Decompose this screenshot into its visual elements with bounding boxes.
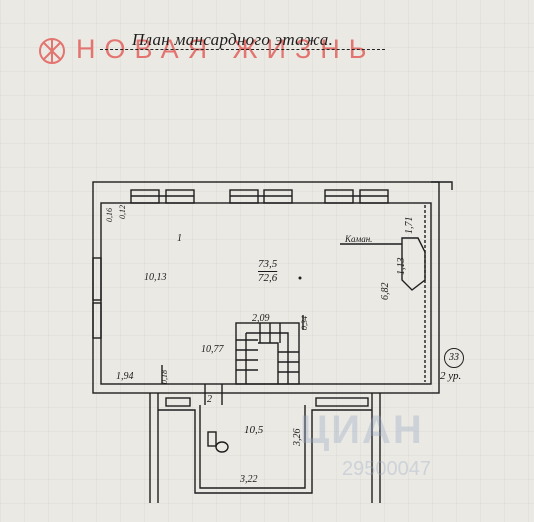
circle-number: 33 (444, 348, 464, 368)
room-number-wc: 2 (207, 394, 212, 405)
plan-title: План мансардного этажа. (132, 30, 334, 49)
watermark-brand: ЦИАН (300, 408, 424, 452)
room-number-main: 1 (177, 233, 182, 244)
floor-tag: 2 ур. (440, 370, 462, 382)
dim-3-22: 3,22 (240, 474, 258, 485)
dim-0-34: 0,34 (300, 316, 309, 330)
dim-1-94: 1,94 (116, 371, 134, 382)
staircase (235, 322, 300, 385)
room-area-total: 73,5 (258, 258, 278, 270)
room-area-living: 72,6 (258, 272, 278, 284)
dim-0-12: 0,12 (118, 205, 127, 219)
toilet (207, 431, 217, 447)
window (92, 302, 102, 339)
title-underline (100, 49, 385, 50)
dim-10-13: 10,13 (144, 272, 167, 283)
dim-1-71: 1,71 (404, 216, 415, 235)
chimney-label: Каман. (345, 234, 373, 244)
dim-0-18: 0,18 (160, 370, 169, 384)
room-area-wc: 10,5 (244, 424, 264, 436)
dim-10-77: 10,77 (201, 344, 224, 355)
dim-1-13: 1,13 (396, 257, 407, 276)
chimney (401, 237, 426, 291)
dim-0-16: 0,16 (105, 208, 114, 222)
logo-icon (39, 38, 65, 64)
dim-6-82: 6,82 (380, 282, 391, 301)
window (92, 257, 102, 301)
watermark-id: 29500047 (342, 458, 431, 480)
dim-2-09: 2,09 (252, 313, 270, 324)
